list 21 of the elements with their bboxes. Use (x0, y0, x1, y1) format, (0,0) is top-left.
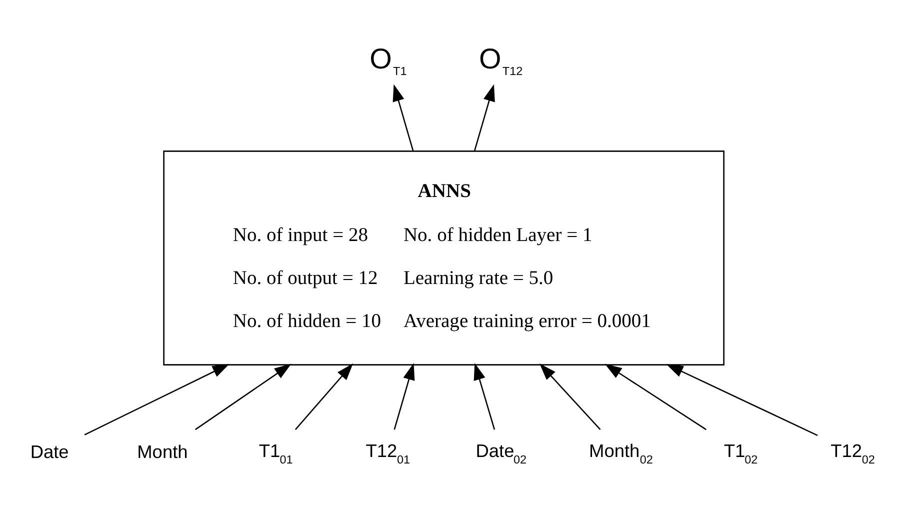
arrow (194, 364, 292, 430)
arrow (392, 84, 414, 151)
node-text: T1$_{01}$ (258, 440, 293, 466)
node-text: T12$_{01}$ (366, 440, 410, 466)
arrow (84, 364, 230, 436)
arrow (604, 364, 706, 430)
node-text: Date (30, 441, 69, 462)
node-text: O$_{T12}$ (479, 44, 523, 78)
node-text: O$_{T1}$ (370, 44, 407, 78)
arrow (474, 84, 495, 151)
node-box: ANNS No. of input = 28 No. of hidden Layer = 1 No. of output = 12 Learning rate = 5.0 No. of hidden = 10 Average training error = 0.0001 (163, 150, 724, 366)
arrow (294, 363, 354, 430)
node-text: T1$_{02}$ (724, 440, 758, 466)
node-text: Date$_{02}$ (476, 440, 527, 466)
arrow (394, 363, 415, 430)
arrow (666, 364, 818, 436)
node-text: T12$_{02}$ (830, 440, 875, 466)
arrow (474, 363, 496, 430)
node-text: Month$_{02}$ (589, 440, 653, 466)
arrow (540, 363, 601, 430)
node-text: Month (137, 441, 188, 462)
